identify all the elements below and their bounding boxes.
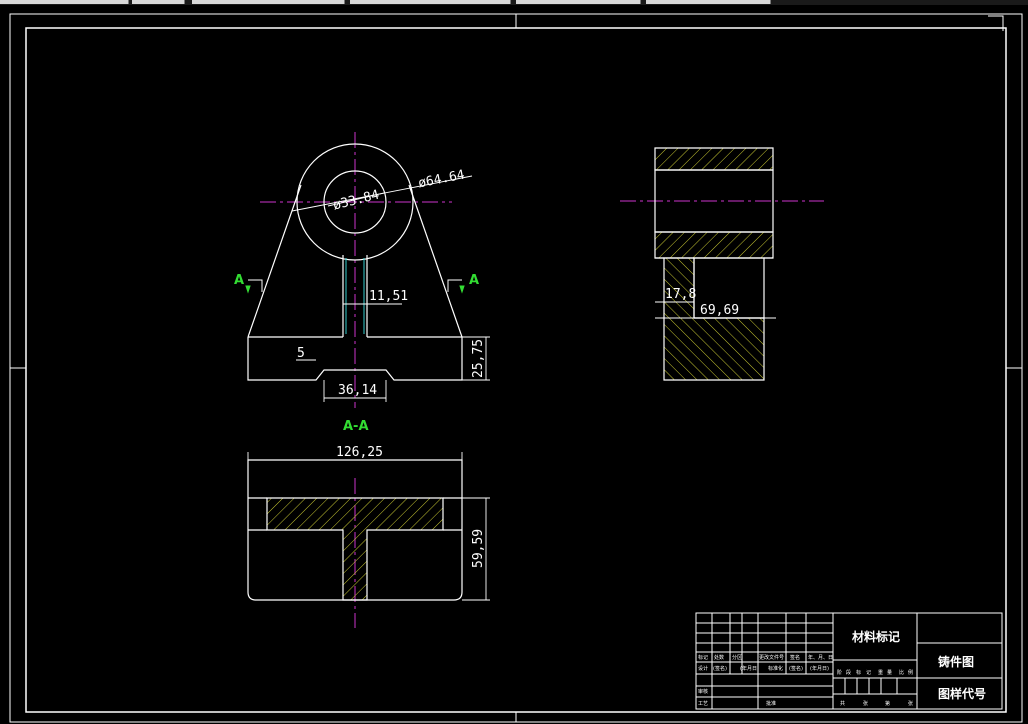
orientation-mark — [988, 15, 1004, 31]
section-marker-left-line — [248, 279, 263, 292]
side-lower-hatch — [663, 257, 765, 381]
tab-3[interactable] — [192, 0, 345, 4]
tb-small-row-1: 标记 处数 分区 更改文件号 签名 年、月、日 — [698, 654, 833, 661]
dim-section-width: 126,25 — [336, 445, 383, 460]
section-hatch — [266, 497, 444, 601]
outer-circle — [296, 143, 414, 261]
section-label: A-A — [343, 419, 369, 434]
dim-diameter-inner: ø33.84 — [332, 188, 381, 214]
side-top-hatch — [654, 147, 774, 171]
front-view — [247, 132, 463, 408]
tb-r1-c6: 年、月、日 — [808, 654, 833, 661]
tb-stage-2: 段 — [846, 669, 851, 676]
tb-r1-c5: 签名 — [790, 654, 800, 661]
dim-notch: 36,14 — [338, 383, 377, 398]
sheet-frame — [9, 13, 1023, 723]
section-dimensions — [247, 452, 490, 601]
tb-stage-1: 阶 — [837, 669, 842, 676]
section-arrow-right — [459, 285, 465, 294]
tb-r1-c3: 分区 — [732, 654, 742, 661]
tb-small-row-4: 工艺 批准 — [698, 700, 776, 707]
tb-r2-c3: (年月日) — [740, 665, 759, 672]
side-dimensions — [655, 301, 776, 319]
dim-base-height: 25,75 — [471, 339, 486, 378]
section-view — [247, 459, 463, 628]
tab-strip — [0, 0, 1028, 5]
drawing-name: 铸件图 — [938, 654, 974, 669]
tb-small-row-3: 审核 — [698, 688, 708, 695]
dim-side-a: 17,8 — [665, 287, 696, 302]
right-tangent — [408, 184, 463, 338]
tab-4[interactable] — [350, 0, 511, 4]
front-dimensions — [291, 175, 490, 402]
tb-r1-c4: 更改文件号 — [759, 654, 784, 661]
inner-circle — [323, 170, 387, 234]
tb-sheet-4: 张 — [908, 700, 913, 707]
base-outline — [247, 336, 463, 381]
title-block — [695, 612, 1003, 710]
dim-diameter-inner-leader — [327, 192, 385, 207]
tb-stage-4: 记 — [866, 669, 871, 676]
tab-6[interactable] — [646, 0, 771, 4]
side-view — [620, 147, 824, 381]
section-markers — [245, 279, 465, 294]
tb-stage-row: 阶 段 标 记 重 量 比 例 — [837, 669, 913, 676]
tb-r2-c1: 设计 — [698, 665, 708, 672]
outer-border — [9, 13, 1023, 723]
side-mid-hatch — [654, 231, 774, 259]
tb-sheet-3: 第 — [885, 700, 890, 707]
tb-r2-c5: (签名) — [789, 665, 803, 672]
section-marker-right-line — [447, 279, 462, 292]
tb-small-row-2: 设计 (签名) (年月日) 标准化 (签名) (年月日) — [698, 665, 829, 672]
tab-1[interactable] — [0, 0, 129, 4]
material-label: 材料标记 — [851, 629, 900, 644]
tb-stage-5: 重 — [878, 669, 883, 676]
tab-5[interactable] — [516, 0, 641, 4]
drawing-code-label: 图样代号 — [938, 686, 986, 701]
tb-sheet-row: 共 张 第 张 — [840, 700, 913, 707]
cad-drawing: ø33.84 ø64.64 11,51 5 36,14 25,75 A A A-… — [9, 13, 1023, 723]
tb-sheet-1: 共 — [840, 700, 845, 707]
section-mark-right: A — [469, 273, 479, 288]
tb-r1-c2: 处数 — [714, 654, 724, 661]
tb-r4-c1: 工艺 — [698, 701, 708, 707]
dim-slot-width: 11,51 — [369, 289, 408, 304]
tb-r2-c6: (年月日) — [810, 665, 829, 672]
dim-section-height: 59,59 — [471, 529, 486, 568]
tb-r4-c2: 批准 — [766, 700, 776, 707]
section-outline — [247, 459, 463, 601]
tb-stage-8: 例 — [908, 669, 913, 676]
tb-stage-3: 标 — [856, 669, 861, 676]
tb-sheet-2: 张 — [863, 700, 868, 707]
inner-border — [25, 27, 1007, 713]
left-tangent — [247, 184, 302, 338]
tb-r3-c1: 审核 — [698, 688, 708, 695]
tb-r1-c1: 标记 — [698, 654, 708, 661]
tb-r2-c2: (签名) — [713, 665, 727, 672]
dim-step: 5 — [297, 346, 305, 361]
tb-stage-6: 量 — [887, 669, 892, 676]
section-mark-left: A — [234, 273, 244, 288]
section-arrow-left — [245, 285, 251, 294]
title-block-border — [695, 612, 1003, 710]
dim-diameter-outer: ø64.64 — [417, 168, 466, 192]
tb-r2-c4: 标准化 — [768, 665, 783, 672]
tb-stage-7: 比 — [899, 669, 904, 676]
tab-2[interactable] — [132, 0, 185, 4]
dim-side-b: 69,69 — [700, 303, 739, 318]
